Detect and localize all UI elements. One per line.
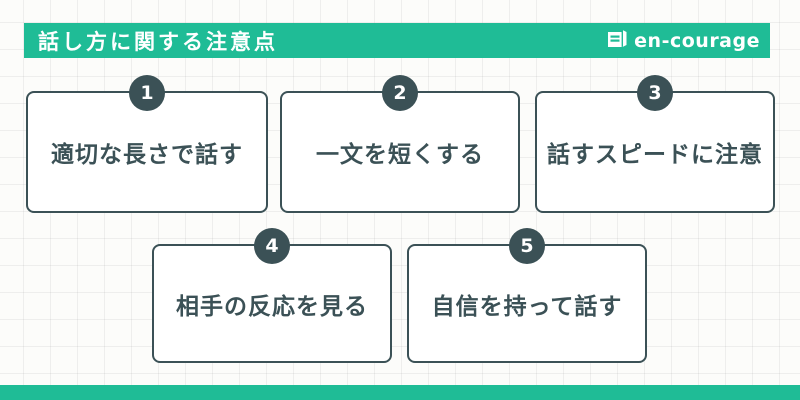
header-bar: 話し方に関する注意点 en-courage <box>24 23 770 58</box>
tip-card-2: 2 一文を短くする <box>280 75 520 213</box>
tip-label-5: 自信を持って話す <box>431 293 623 320</box>
number-badge-2: 2 <box>382 75 418 111</box>
number-badge-3: 3 <box>637 75 673 111</box>
tip-label-3: 話すスピードに注意 <box>547 142 763 168</box>
tip-card-1: 1 適切な長さで話す <box>26 75 268 213</box>
tip-card-4: 4 相手の反応を見る <box>152 228 392 363</box>
number-badge-4: 4 <box>254 228 290 264</box>
tip-label-4: 相手の反応を見る <box>176 293 368 320</box>
en-courage-logo: en-courage <box>606 29 760 53</box>
book-icon <box>606 29 629 53</box>
tip-label-2: 一文を短くする <box>316 142 484 168</box>
tip-label-1: 適切な長さで話す <box>51 142 243 168</box>
number-badge-1: 1 <box>129 75 165 111</box>
footer-accent-bar <box>0 385 800 400</box>
logo-text: en-courage <box>634 29 760 52</box>
page-title: 話し方に関する注意点 <box>38 29 278 54</box>
number-badge-5: 5 <box>509 228 545 264</box>
tip-card-3: 3 話すスピードに注意 <box>535 75 775 213</box>
tip-card-5: 5 自信を持って話す <box>407 228 647 363</box>
